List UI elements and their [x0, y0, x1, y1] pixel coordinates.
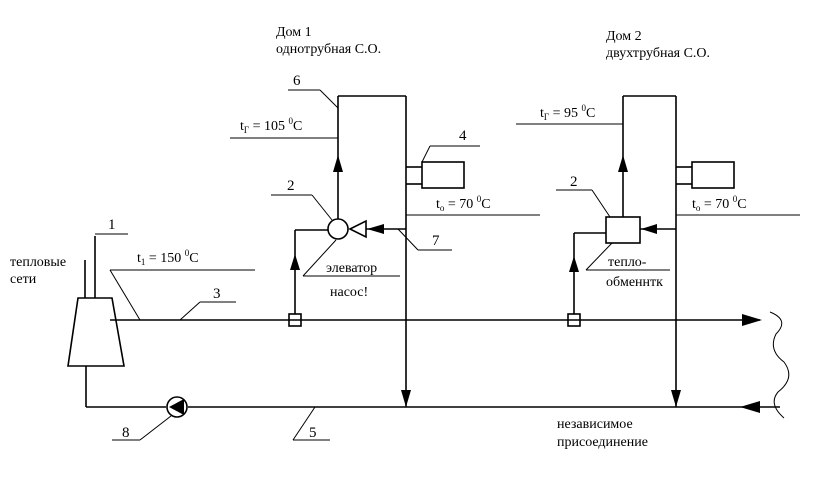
house2-return-arrow-icon — [671, 390, 681, 407]
house2-title: Дом 2 — [606, 29, 642, 44]
tg2-label: tГ = 95 0С — [540, 103, 595, 122]
house1-return-arrow-icon — [401, 390, 411, 407]
return-arrow-icon — [740, 401, 760, 413]
callout-2b: 2 — [570, 174, 578, 190]
callout-2b-line-d — [591, 189, 611, 218]
exchanger-label-2: обменнтк — [606, 275, 663, 290]
tg1-label: tГ = 105 0С — [240, 116, 302, 135]
elevator-label: элеватор — [326, 261, 377, 276]
callout-5: 5 — [309, 425, 317, 441]
elevator-label-pointer — [302, 239, 337, 277]
independent-label-1: независимое — [557, 417, 633, 432]
house2-circ-arrow-icon — [641, 224, 657, 234]
elevator-icon — [327, 218, 349, 240]
callout-1: 1 — [108, 217, 116, 233]
supply-arrow-icon — [742, 314, 762, 326]
house1-title: Дом 1 — [276, 25, 312, 40]
house1-branch-arrow-icon — [290, 254, 300, 270]
house2-riser-arrow-icon — [618, 155, 628, 172]
heat-networks-label-1: тепловые — [10, 255, 66, 270]
callout-8: 8 — [122, 425, 130, 441]
pump-icon — [166, 396, 188, 418]
callout-7: 7 — [432, 233, 440, 249]
exchanger-label-1: тепло- — [608, 255, 647, 270]
house1-system: однотрубная С.О. — [276, 42, 381, 57]
house1-riser-arrow-icon — [333, 155, 343, 172]
heat-source — [67, 236, 125, 367]
callout-2a: 2 — [287, 178, 295, 194]
elevator-nozzle-icon — [348, 219, 367, 239]
exchanger-label-pointer — [585, 242, 613, 271]
callout-6: 6 — [293, 73, 301, 89]
callout-3-line-d — [179, 301, 201, 321]
house2-system: двухтрубная С.О. — [606, 46, 710, 61]
radiator-house1 — [421, 161, 465, 189]
radiator-house2 — [691, 161, 735, 189]
house2-branch-arrow-icon — [569, 256, 579, 272]
callout-6-line-d — [319, 89, 339, 109]
t1-leader-d — [109, 269, 141, 321]
callout-8-line-d — [139, 415, 172, 441]
heat-networks-label-2: сети — [10, 272, 37, 287]
house1-mixing-arrow-icon — [367, 224, 384, 234]
callout-3: 3 — [213, 286, 221, 302]
callout-5-line-d — [292, 406, 316, 441]
callout-4-line-d — [421, 145, 431, 163]
pipe-break-icon — [769, 311, 790, 419]
heat-exchanger-icon — [605, 216, 641, 244]
independent-label-2: присоединение — [557, 435, 648, 450]
callout-4: 4 — [459, 128, 467, 144]
callout-7-line-d — [397, 228, 419, 251]
to1-label: tо = 70 0С — [436, 194, 491, 213]
callout-2a-line-d — [311, 194, 333, 221]
to2-label: tо = 70 0С — [692, 194, 747, 213]
t1-label: t1 = 150 0С — [137, 248, 199, 267]
pump-label: насос! — [330, 285, 368, 300]
